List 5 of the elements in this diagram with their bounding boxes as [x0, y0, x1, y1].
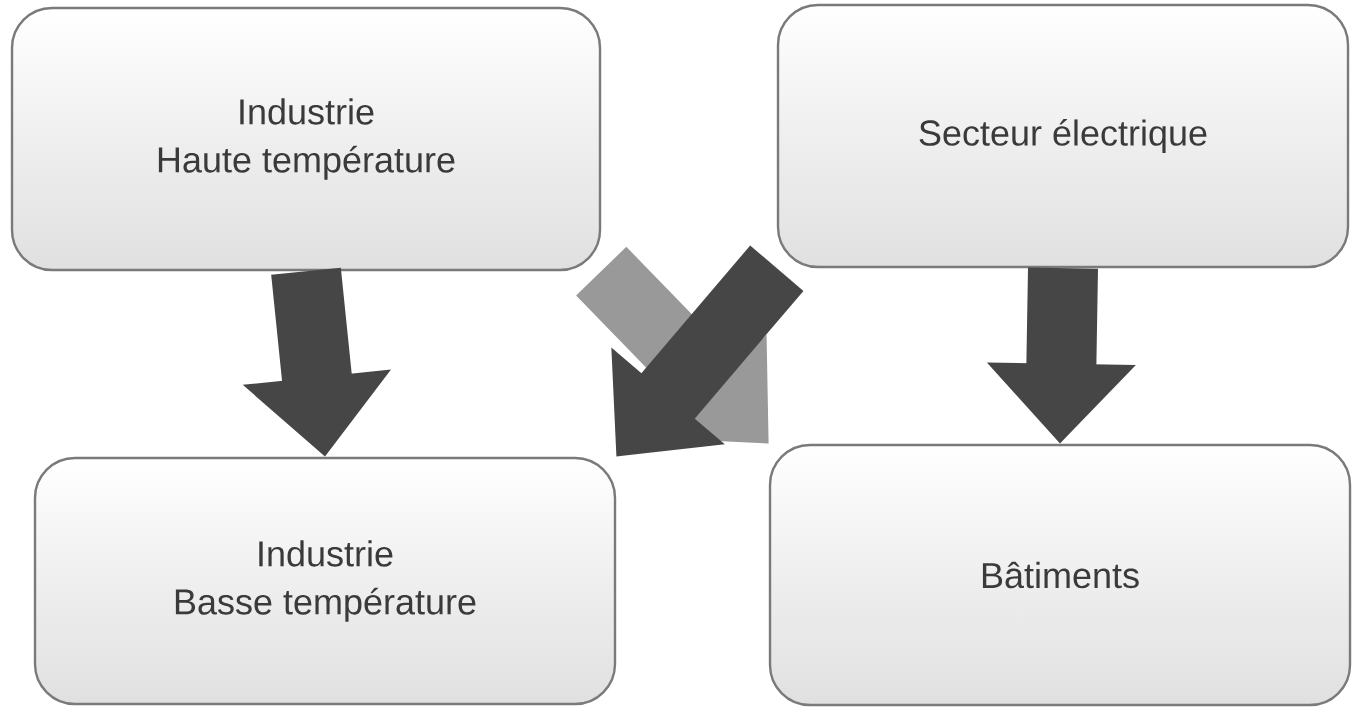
- rounded-box: Bâtiments: [768, 443, 1352, 707]
- block-arrow: [576, 246, 769, 444]
- rounded-box: Industrie Haute température: [10, 6, 602, 272]
- rounded-box: Secteur électrique: [776, 3, 1350, 269]
- rounded-box: Industrie Basse température: [33, 456, 617, 706]
